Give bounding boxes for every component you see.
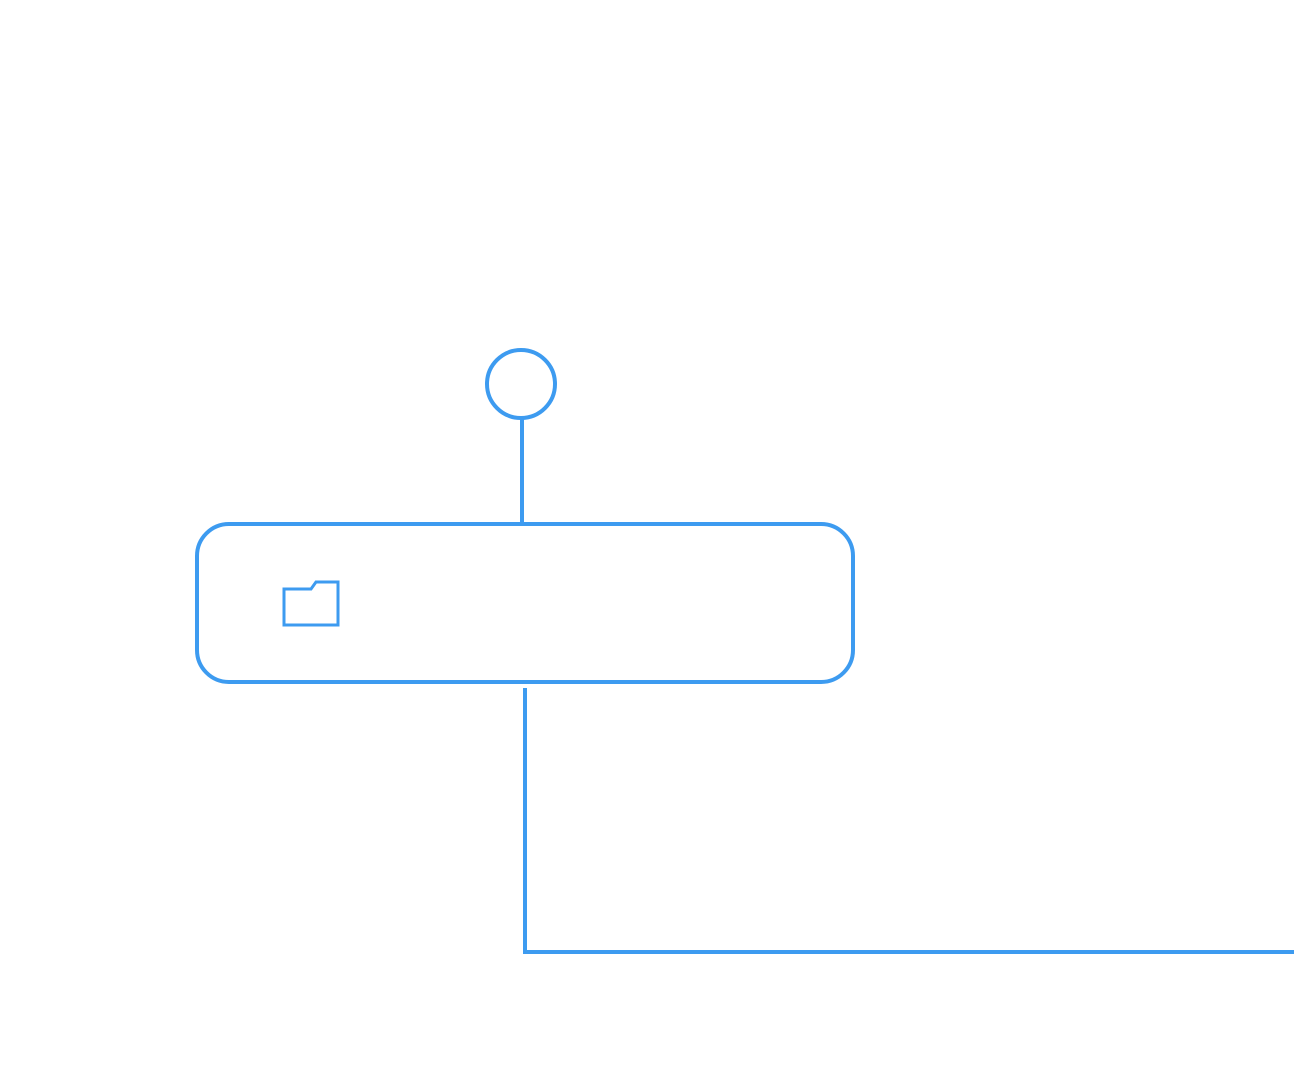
connector-task-to-right-edge — [523, 688, 1294, 954]
start-node[interactable] — [485, 348, 557, 420]
task-node[interactable] — [195, 522, 855, 684]
folder-icon — [282, 580, 340, 627]
